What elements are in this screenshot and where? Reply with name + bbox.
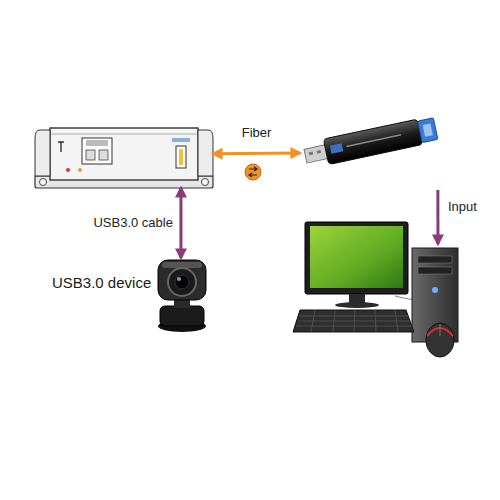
- monitor-frame: [305, 222, 408, 294]
- status-led: [66, 168, 70, 172]
- usb-plug-hole: [309, 152, 314, 156]
- dongle-body: [323, 119, 422, 164]
- computer-node: [298, 244, 463, 359]
- box-side-flange: [35, 130, 50, 176]
- camera-lens-inner: [175, 275, 189, 289]
- extender-node: [35, 128, 213, 188]
- monitor-base: [335, 302, 379, 308]
- fiber-icon: [245, 164, 261, 180]
- camera-node: USB3.0 device: [48, 258, 218, 333]
- power-button: [432, 287, 438, 293]
- keyboard: [293, 310, 414, 332]
- link-label: Input: [448, 200, 477, 215]
- dongle-logo: [330, 143, 343, 153]
- link-arrow: [213, 151, 300, 155]
- device-label: USB3.0 device: [52, 274, 164, 291]
- drive-bay: [418, 256, 452, 263]
- box-mark: [58, 142, 64, 152]
- mouse: [426, 323, 454, 357]
- dongle-print: [346, 135, 401, 147]
- link-label: Fiber: [242, 126, 272, 141]
- keyboard-keys: [296, 310, 412, 332]
- dongle-node: [300, 125, 440, 190]
- box-screw: [40, 179, 47, 186]
- link-label: USB3.0 cable: [93, 216, 173, 231]
- computer: [293, 222, 458, 357]
- lens-glint: [177, 277, 181, 281]
- fiber-connector: [418, 118, 438, 143]
- monitor-stand: [349, 294, 365, 303]
- port-tag: [86, 140, 108, 146]
- usb-camera: [158, 260, 206, 332]
- usb-port-mark: [172, 138, 190, 142]
- link-arrow: [436, 190, 439, 244]
- fiber-dongle: [303, 116, 438, 169]
- box-body: [50, 128, 198, 180]
- drive-bay: [418, 267, 452, 274]
- fiber-socket: [86, 150, 95, 160]
- fiber-port: [82, 138, 112, 164]
- camera-lens: [168, 268, 196, 296]
- camera-base: [160, 306, 204, 326]
- fiber-connector-face: [423, 123, 433, 136]
- fiber-icon-arrows: [249, 167, 257, 177]
- box-edge: [50, 134, 198, 135]
- usb-port-pins: [179, 149, 183, 165]
- fiber-socket: [99, 150, 108, 160]
- usb-plug-hole: [317, 150, 322, 154]
- usb-port: [176, 146, 186, 168]
- extender-box: [35, 128, 213, 188]
- box-screw: [202, 179, 209, 186]
- status-led: [78, 168, 82, 172]
- box-side-flange: [198, 130, 213, 176]
- monitor-screen: [310, 226, 403, 288]
- fiber-icon-disc: [245, 164, 261, 180]
- link-arrow: [179, 188, 182, 258]
- camera-head: [158, 260, 206, 300]
- mouse-split: [440, 324, 441, 336]
